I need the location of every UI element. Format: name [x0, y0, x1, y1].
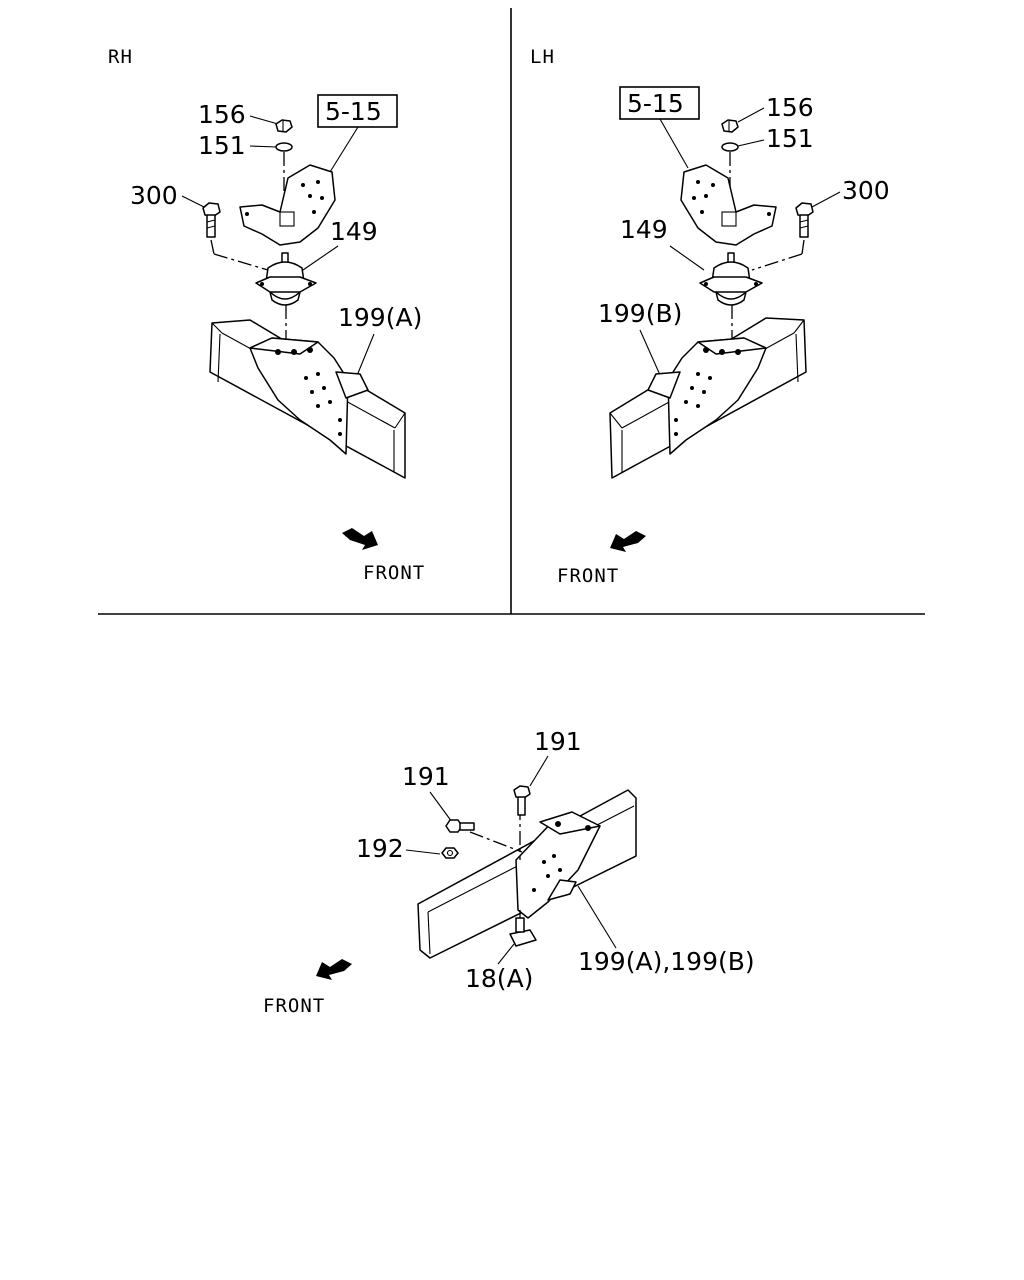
lh-bolt-300 — [795, 202, 814, 238]
rh-frame-bracket-199a — [249, 337, 369, 455]
bottom-callout-199a-199b: 199(A),199(B) — [578, 947, 755, 976]
rh-callout-156: 156 — [198, 100, 246, 129]
rh-bolt-300 — [202, 202, 221, 238]
lh-callout-199b: 199(B) — [598, 299, 682, 328]
bottom-clip-18a — [509, 917, 537, 947]
rh-panel: RH 5-15 156 151 300 149 199(A) — [108, 46, 425, 584]
rh-front-arrow-icon — [342, 528, 378, 550]
lh-nut-156 — [721, 119, 739, 133]
lh-side-label: LH — [530, 46, 555, 68]
rh-callout-300: 300 — [130, 181, 178, 210]
rh-front-label: FRONT — [363, 562, 425, 584]
bottom-panel: 191 191 192 18(A) 199(A),199(B) — [263, 727, 755, 1017]
lh-washer-151 — [721, 142, 739, 152]
lh-panel: LH 5-15 156 151 300 149 199(B) — [530, 46, 890, 587]
lh-callout-300: 300 — [842, 176, 890, 205]
bottom-bolt-191-side — [445, 819, 475, 833]
rh-engine-mount-149 — [255, 252, 317, 306]
rh-washer-151 — [275, 142, 293, 152]
lh-callout-149: 149 — [620, 215, 668, 244]
rh-callout-151: 151 — [198, 131, 246, 160]
rh-callout-149: 149 — [330, 217, 378, 246]
bottom-front-label: FRONT — [263, 995, 325, 1017]
bottom-bolt-191-top — [513, 785, 531, 816]
lh-engine-bracket — [680, 164, 777, 246]
rh-side-label: RH — [108, 46, 133, 68]
bottom-callout-18a: 18(A) — [465, 964, 533, 993]
bottom-callout-191-top: 191 — [534, 727, 582, 756]
rh-callout-199a: 199(A) — [338, 303, 422, 332]
bottom-nut-192 — [441, 847, 459, 859]
lh-front-arrow-icon — [610, 531, 646, 552]
lh-ref-box — [619, 86, 700, 120]
rh-ref-box-label: 5-15 — [325, 97, 382, 126]
lh-ref-box-label: 5-15 — [627, 89, 684, 118]
bottom-callout-191-side: 191 — [402, 762, 450, 791]
bottom-front-arrow-icon — [316, 959, 352, 980]
lh-engine-mount-149 — [699, 252, 763, 306]
lh-callout-156: 156 — [766, 93, 814, 122]
lh-front-label: FRONT — [557, 565, 619, 587]
bottom-callout-192: 192 — [356, 834, 404, 863]
rh-nut-156 — [275, 119, 293, 133]
lh-frame-bracket-199b — [647, 337, 767, 455]
lh-callout-151: 151 — [766, 124, 814, 153]
rh-engine-bracket — [239, 164, 336, 246]
